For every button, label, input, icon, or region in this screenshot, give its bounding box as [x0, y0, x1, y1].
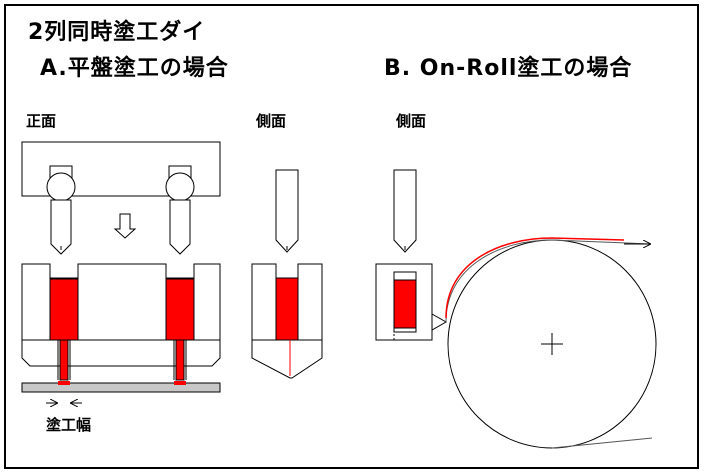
- side-pin-a: [275, 169, 299, 253]
- slot-channel-right: [175, 339, 185, 381]
- die-block-center: [77, 263, 167, 341]
- die-block-outer-left: [21, 263, 51, 341]
- side-view-a-label: 側面: [256, 112, 287, 130]
- side-cavity-a: [275, 277, 299, 341]
- ball-left: [46, 172, 76, 202]
- side-die-lip-a: [251, 339, 323, 379]
- side-die-tip-b: [431, 313, 448, 331]
- web-path-lower: [551, 437, 653, 449]
- flat-substrate: [21, 382, 221, 393]
- die-lip: [21, 339, 221, 367]
- coating-stripe-left: [58, 381, 70, 385]
- slot-channel-left: [59, 339, 69, 381]
- front-view: [21, 141, 221, 403]
- side-cavity-b: [393, 279, 417, 329]
- section-a-heading: A.平盤塗工の場合: [40, 56, 229, 81]
- coating-width-label: 塗工幅: [46, 416, 92, 434]
- coated-layer: [445, 237, 625, 319]
- coating-fluid-right: [165, 278, 195, 341]
- web-path-upper: [445, 239, 651, 323]
- side-view-b: [375, 169, 657, 449]
- side-pin-b: [393, 169, 417, 253]
- pin-right: [169, 199, 191, 255]
- front-view-label: 正面: [26, 112, 57, 130]
- section-b-heading: B. On-Roll塗工の場合: [384, 56, 633, 81]
- side-view-b-label: 側面: [396, 112, 427, 130]
- down-arrow-icon: [113, 213, 137, 239]
- coating-stripe-right: [174, 381, 186, 385]
- coating-fluid-left: [49, 278, 79, 341]
- side-view-a: [251, 169, 323, 379]
- diagram-title: 2列同時塗工ダイ: [28, 20, 206, 45]
- die-block-outer-right: [193, 263, 221, 341]
- ball-right: [165, 172, 195, 202]
- pin-left: [50, 199, 72, 255]
